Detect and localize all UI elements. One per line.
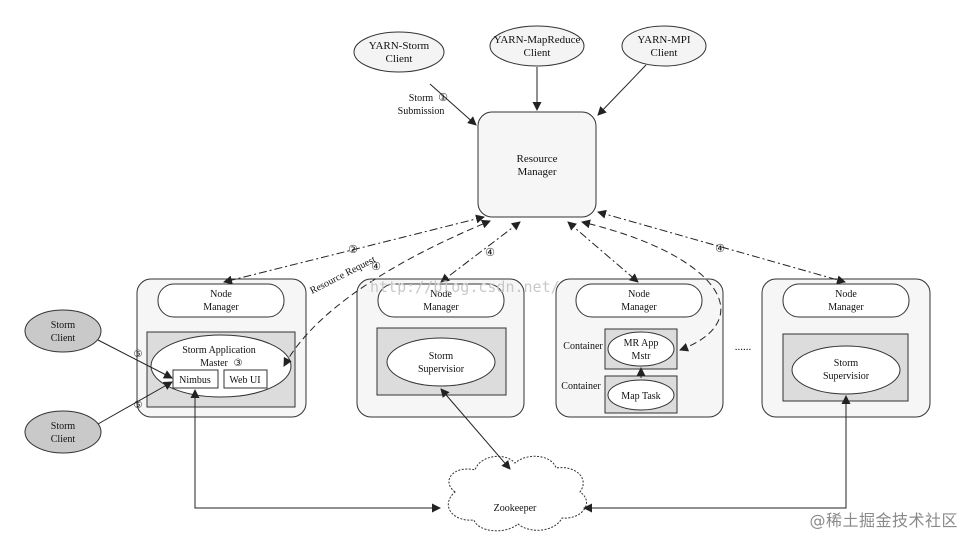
nimbus-label: Nimbus: [179, 375, 211, 386]
storm-app-master-line1: Storm Application: [182, 345, 256, 356]
yarn-storm-client: YARN-Storm Client: [353, 31, 445, 73]
link-supervisor2-zookeeper: [440, 388, 511, 470]
container-label-2: Container: [561, 381, 601, 392]
storm-client-1-line2: Client: [51, 333, 76, 344]
storm-client-1-line1: Storm: [51, 320, 76, 331]
yarn-storm-client-line2: Client: [386, 53, 413, 65]
zookeeper-label: Zookeeper: [494, 503, 537, 514]
web-ui-label: Web UI: [229, 375, 260, 386]
storm-client-2-line2: Client: [51, 434, 76, 445]
resource-manager: Resource Manager: [477, 111, 597, 218]
node-box-1: Node Manager Storm Application Master ③ …: [136, 278, 307, 418]
arrow-yarn-storm-to-rm: [429, 83, 477, 126]
yarn-mpi-client-line1: YARN-MPI: [637, 34, 691, 46]
node-manager-1-line1: Node: [210, 289, 232, 300]
node-manager-4-line2: Manager: [828, 302, 864, 313]
link-rm-node2: [440, 221, 521, 283]
link-nimbus-zookeeper: [190, 389, 441, 513]
node-box-4: Node Manager Storm Supervisior: [761, 278, 931, 418]
step4-marker-a: ④: [371, 261, 381, 273]
resource-request-path: [283, 219, 491, 367]
yarn-storm-client-line1: YARN-Storm: [369, 40, 430, 52]
step1-marker: ①: [438, 92, 448, 104]
zookeeper-cloud: Zookeeper: [448, 455, 587, 532]
yarn-mapreduce-client-line2: Client: [524, 47, 551, 59]
storm-client-2: Storm Client: [24, 410, 102, 454]
storm-client-2-line1: Storm: [51, 421, 76, 432]
site-watermark: @稀土掘金技术社区: [809, 511, 958, 530]
link-rm-node4: [597, 209, 846, 285]
storm-supervisor-4-line1: Storm: [834, 358, 859, 369]
ellipsis-more-nodes: ......: [735, 341, 752, 353]
arrow-client1-to-nimbus: [97, 339, 173, 379]
storm-supervisor-2-line2: Supervisior: [418, 364, 465, 375]
node-box-2: Node Manager Storm Supervisior: [356, 278, 525, 418]
storm-submission-line2: Submission: [398, 106, 445, 117]
step5-marker-b: ⑤: [134, 400, 143, 411]
resource-manager-line1: Resource: [517, 153, 558, 165]
url-watermark: http://blog.csdn.net/: [370, 278, 560, 296]
step2-marker: ②: [348, 244, 358, 256]
yarn-mpi-client-line2: Client: [651, 47, 678, 59]
storm-client-1: Storm Client: [24, 309, 102, 353]
step4-marker-b: ④: [485, 247, 495, 259]
storm-app-master-line2: Master: [200, 358, 228, 369]
link-supervisor4-zookeeper: [583, 395, 851, 513]
step4-marker-c: ④: [715, 243, 725, 255]
node-manager-3-line1: Node: [628, 289, 650, 300]
arrow-client2-to-nimbus: [97, 381, 173, 425]
yarn-mapreduce-client-line1: YARN-MapReduce: [494, 34, 581, 46]
node-manager-4-line1: Node: [835, 289, 857, 300]
mr-master-request-path: [581, 219, 722, 352]
storm-submission-line1: Storm: [409, 93, 434, 104]
node-manager-3-line2: Manager: [621, 302, 657, 313]
node-manager-2-line2: Manager: [423, 302, 459, 313]
map-task-label: Map Task: [621, 391, 660, 402]
storm-supervisor-4-line2: Supervisior: [823, 371, 870, 382]
mr-app-master-line2: Mstr: [632, 351, 652, 362]
resource-manager-line2: Manager: [517, 166, 556, 178]
node-manager-1-line2: Manager: [203, 302, 239, 313]
yarn-mapreduce-client: YARN-MapReduce Client: [489, 25, 585, 67]
mr-app-master-line1: MR App: [624, 338, 659, 349]
yarn-mpi-client: YARN-MPI Client: [621, 25, 707, 67]
step5-marker-a: ⑤: [134, 349, 143, 360]
step3-marker: ③: [234, 358, 243, 369]
container-label-1: Container: [563, 341, 603, 352]
link-rm-node3: [567, 221, 639, 283]
storm-supervisor-2-line1: Storm: [429, 351, 454, 362]
arrow-mpi-to-rm: [597, 64, 647, 116]
node-box-3: Node Manager Container MR App Mstr Conta…: [555, 278, 724, 418]
